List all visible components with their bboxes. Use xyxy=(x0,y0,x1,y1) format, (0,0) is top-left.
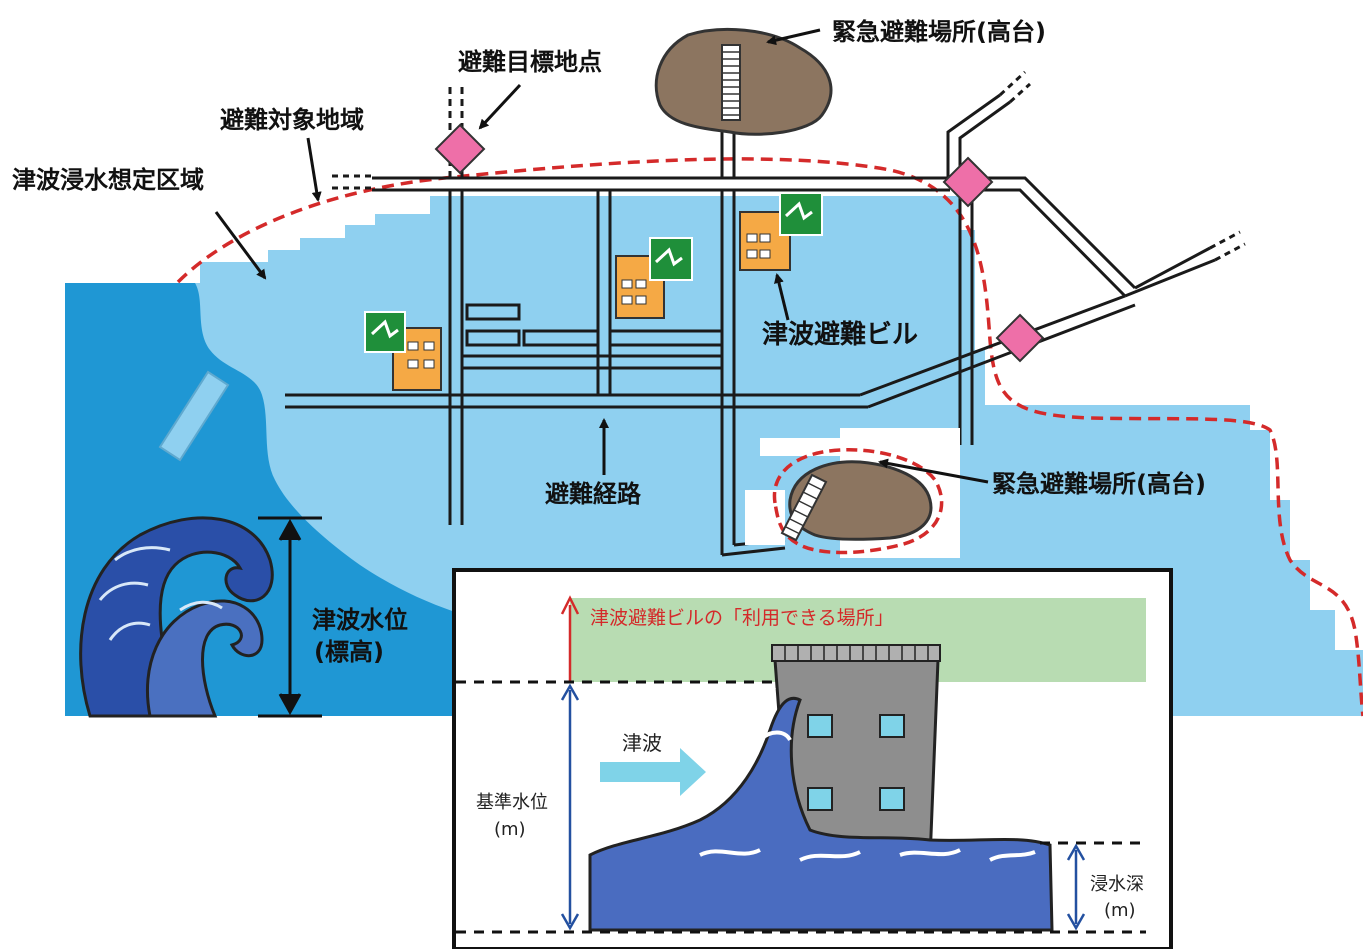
building-icon xyxy=(771,644,941,862)
label-tsunami-height: 津波水位 xyxy=(312,606,408,634)
target-marker xyxy=(995,313,1045,363)
label-depth: 浸水深 xyxy=(1090,874,1144,895)
label-target-area: 避難対象地域 xyxy=(220,106,364,134)
label-base-level: 基準水位 xyxy=(476,792,548,813)
hill-bottom xyxy=(745,428,960,558)
label-target-point: 避難目標地点 xyxy=(458,48,602,76)
label-evac-building: 津波避難ビル xyxy=(762,319,918,350)
evacuation-building-center xyxy=(615,237,693,319)
label-high-ground-top: 緊急避難場所(高台) xyxy=(832,18,1046,46)
arrow-right-icon xyxy=(600,748,706,796)
target-marker xyxy=(942,156,994,208)
label-usable-area: 津波避難ビルの「利用できる場所」 xyxy=(590,607,894,629)
label-evac-route: 避難経路 xyxy=(545,480,642,508)
sea xyxy=(65,283,455,716)
breakwater xyxy=(158,370,230,462)
label-inundation-area: 津波浸水想定区域 xyxy=(12,166,204,194)
road-network xyxy=(285,70,1246,557)
label-high-ground-bottom: 緊急避難場所(高台) xyxy=(992,470,1206,498)
label-tsunami: 津波 xyxy=(622,731,662,755)
evacuation-building-right xyxy=(739,192,823,271)
hill-top xyxy=(654,27,833,136)
label-arrows xyxy=(214,28,989,484)
tsunami-water xyxy=(588,696,1054,932)
label-base-level-unit: (m) xyxy=(494,819,526,840)
inundation-boundary-line xyxy=(176,157,1363,717)
tsunami-height-bracket xyxy=(258,516,322,718)
inset-diagram: 津波避難ビルの「利用できる場所」 津波 xyxy=(452,568,1173,949)
evacuation-target-markers xyxy=(434,123,1045,363)
label-depth-unit: (m) xyxy=(1104,900,1136,921)
tsunami-wave-icon xyxy=(79,516,274,718)
label-tsunami-height-elevation: (標高) xyxy=(314,638,384,666)
evacuation-building-left xyxy=(364,311,442,391)
target-marker xyxy=(434,123,486,175)
depth-arrow xyxy=(1066,843,1086,931)
base-level-arrow xyxy=(560,683,580,931)
